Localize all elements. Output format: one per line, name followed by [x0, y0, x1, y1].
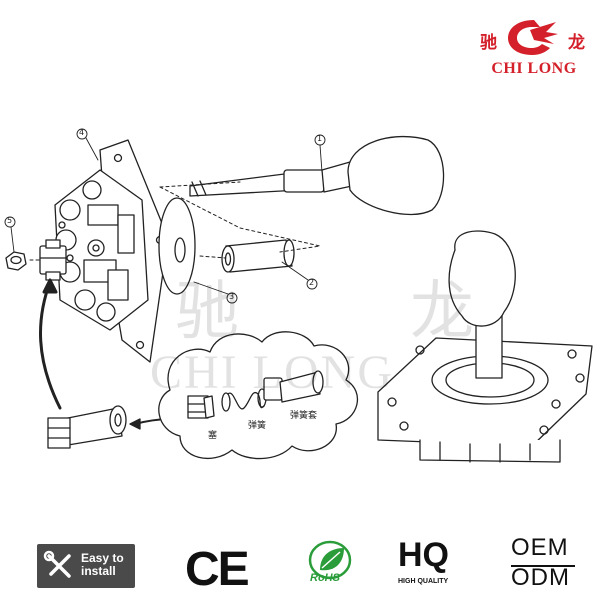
- hq-mark: HQ: [398, 536, 449, 574]
- assembly-arrow: [39, 278, 62, 410]
- assembled-joystick: [377, 230, 593, 463]
- label-spring: 弹簧: [248, 421, 267, 431]
- callout-1: 1: [317, 134, 323, 143]
- shaft-coupler: [39, 239, 67, 281]
- callout-5: 5: [7, 216, 13, 225]
- callout-circles: [4, 128, 326, 304]
- cloud-plug: [187, 395, 215, 419]
- cloud-spring-sleeve: [263, 370, 324, 403]
- shaft-ball-top: [189, 135, 445, 216]
- logo-cn-left: 驰: [480, 33, 497, 53]
- logo-cn-right: 龙: [568, 33, 585, 53]
- shaft-sleeve: [221, 239, 295, 273]
- assembled-spring-cup: [47, 405, 127, 449]
- odm-label: ODM: [511, 564, 570, 591]
- certification-row: Easy to install CE RoHS HQ HIGH QUALITY …: [0, 534, 600, 596]
- easy-install-badge: Easy to install: [37, 544, 135, 588]
- assembly-guide: [29, 181, 321, 261]
- logo-text: CHI LONG: [491, 60, 577, 77]
- microswitch-assembly: [54, 169, 149, 331]
- rohs-label: RoHS: [310, 572, 340, 584]
- oem-odm-badge: OEM ODM: [511, 534, 581, 596]
- wrench-screwdriver-icon: [43, 550, 71, 578]
- exploded-joystick-diagram: [4, 128, 593, 463]
- watermark-cn-right: 龙: [410, 275, 474, 349]
- callout-2: 2: [309, 278, 315, 287]
- rohs-leaf-icon: [308, 540, 352, 580]
- oem-odm-divider: [511, 565, 575, 567]
- watermark-cn-left: 驰: [175, 275, 239, 349]
- easy-install-label: Easy to install: [81, 551, 124, 578]
- high-quality-badge: HQ HIGH QUALITY: [398, 536, 468, 596]
- logo-dragon-icon: [508, 20, 558, 55]
- hex-nut: [5, 251, 27, 271]
- oem-label: OEM: [511, 534, 569, 561]
- label-plug: 塞: [208, 431, 218, 441]
- dust-washer: [158, 197, 196, 295]
- callout-4: 4: [79, 128, 85, 137]
- hq-subtitle: HIGH QUALITY: [398, 578, 449, 585]
- label-spring-sleeve: 弹簧套: [290, 411, 318, 421]
- rohs-badge: RoHS: [302, 540, 358, 596]
- brand-logo: 驰 龙 CHI LONG: [470, 12, 600, 82]
- watermark-text: CHI LONG: [150, 346, 394, 399]
- callout-3: 3: [229, 292, 235, 301]
- ce-mark: CE: [185, 543, 250, 596]
